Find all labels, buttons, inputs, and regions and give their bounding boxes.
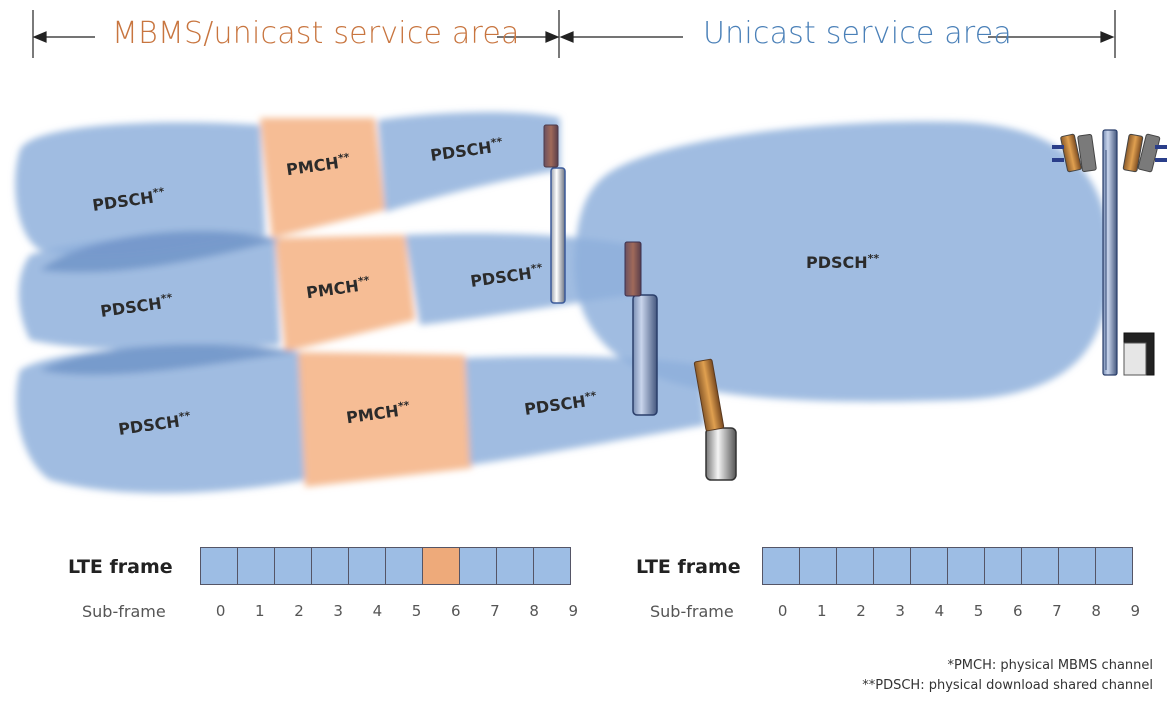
subframe-number: 3 (333, 602, 343, 620)
right-lte-frame-title: LTE frame (636, 556, 741, 578)
footnote-pmch: *PMCH: physical MBMS channel (947, 658, 1153, 673)
unicast-pdsch-region (574, 121, 1110, 402)
subframe-cell (422, 547, 460, 585)
pdsch-region-row2-right (405, 233, 630, 325)
subframe-number: 1 (255, 602, 265, 620)
subframe-cell (496, 547, 534, 585)
tower-4 (1052, 129, 1167, 376)
right-lte-frame (762, 547, 1133, 585)
pmch-region-row1 (260, 118, 385, 238)
subframe-cell (1095, 547, 1133, 585)
subframe-cell (762, 547, 800, 585)
subframe-cell (1021, 547, 1059, 585)
right-area-span-arrow (559, 10, 1116, 58)
subframe-cell (910, 547, 948, 585)
subframe-cell (1058, 547, 1096, 585)
tower-3 (693, 358, 737, 481)
subframe-number: 9 (1130, 602, 1141, 620)
left-subframe-numbers: 0 1 2 3 4 5 6 7 8 9 (201, 602, 593, 620)
subframe-number: 2 (856, 602, 866, 620)
subframe-number: 2 (294, 602, 304, 620)
tower-1 (543, 124, 566, 304)
tower-2 (624, 241, 658, 416)
left-lte-frame-title: LTE frame (68, 556, 173, 578)
subframe-number: 4 (372, 602, 383, 620)
subframe-number: 7 (1052, 602, 1062, 620)
pmch-region-row2 (275, 235, 415, 352)
subframe-number: 5 (973, 602, 984, 620)
subframe-number: 7 (490, 602, 500, 620)
left-subframe-label: Sub-frame (82, 602, 166, 621)
subframe-number: 5 (411, 602, 422, 620)
subframe-cell (984, 547, 1022, 585)
subframe-cell (385, 547, 423, 585)
right-subframe-numbers: 0 1 2 3 4 5 6 7 8 9 (763, 602, 1155, 620)
subframe-number: 9 (568, 602, 579, 620)
pdsch-label-unicast: PDSCH** (806, 252, 880, 272)
pdsch-region-row3-left (16, 347, 305, 494)
subframe-number: 6 (450, 602, 461, 620)
subframe-number: 4 (934, 602, 945, 620)
subframe-cell (348, 547, 386, 585)
subframe-number: 8 (1091, 602, 1101, 620)
subframe-cell (200, 547, 238, 585)
mbms-unicast-area-title: MBMS/unicast service area (112, 16, 520, 51)
subframe-cell (947, 547, 985, 585)
subframe-cell (459, 547, 497, 585)
subframe-number: 1 (817, 602, 827, 620)
subframe-number: 3 (895, 602, 905, 620)
subframe-cell (836, 547, 874, 585)
pdsch-region-row1-left (15, 122, 266, 255)
subframe-cell (311, 547, 349, 585)
subframe-cell (274, 547, 312, 585)
subframe-number: 8 (529, 602, 539, 620)
left-area-span-arrow (32, 10, 560, 58)
subframe-cell (533, 547, 571, 585)
subframe-number: 0 (215, 602, 226, 620)
subframe-cell (237, 547, 275, 585)
subframe-number: 0 (777, 602, 788, 620)
subframe-cell (799, 547, 837, 585)
subframe-number: 6 (1012, 602, 1023, 620)
left-lte-frame (200, 547, 571, 585)
footnote-pdsch: **PDSCH: physical download shared channe… (862, 678, 1153, 693)
pmch-region-row3 (298, 352, 472, 487)
right-subframe-label: Sub-frame (650, 602, 734, 621)
unicast-area-title: Unicast service area (703, 16, 1013, 51)
subframe-cell (873, 547, 911, 585)
pdsch-region-row1-right (378, 112, 560, 212)
